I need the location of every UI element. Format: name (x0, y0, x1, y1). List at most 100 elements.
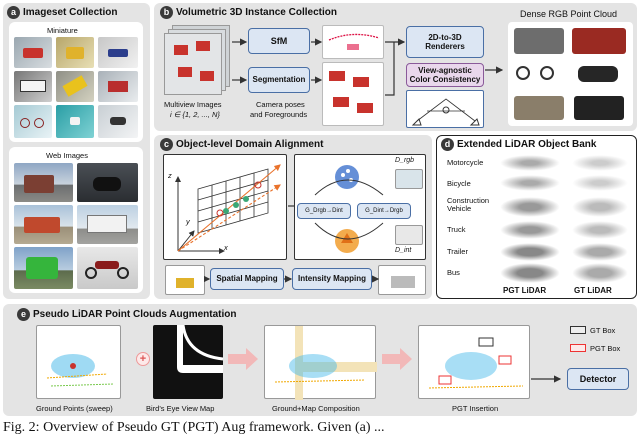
excavator-pointcloud (378, 265, 426, 295)
multiview-caption: Multiview Images (164, 100, 222, 109)
figure-caption: Fig. 2: Overview of Pseudo GT (PGT) Aug … (3, 420, 385, 434)
pgt-insertion-image (418, 325, 530, 399)
projection-diagram: z y x (163, 154, 287, 260)
arrows-b-mid (311, 38, 323, 84)
arrows-to-renderers (385, 38, 406, 96)
axis-y: y (186, 217, 190, 226)
panel-d-title: Extended LiDAR Object Bank (457, 139, 597, 150)
gt-construction (572, 197, 628, 217)
col-gt-lidar: GT LiDAR (574, 286, 612, 295)
panel-e-badge: e (17, 308, 30, 321)
thumb-police-car (98, 37, 138, 68)
multiview-index: i ∈ {1, 2, ..., N} (170, 110, 220, 119)
pink-arrow-2 (382, 348, 412, 370)
panel-c-badge: c (160, 138, 173, 151)
color-consistency-box: View-agnostic Color Consistency (406, 63, 484, 87)
camera-caption-2: and Foregrounds (250, 110, 308, 119)
bev-map-image (153, 324, 224, 399)
d-rgb-label: D_rgb (395, 157, 415, 164)
intensity-mapping-box: Intensity Mapping (292, 268, 372, 290)
ground-points-image (36, 325, 121, 399)
gt-truck (572, 221, 628, 239)
sfm-box: SfM (248, 28, 310, 54)
thumb-excavator (56, 37, 94, 68)
arrows-c-bottom (204, 275, 380, 283)
gt-bicycle (572, 175, 628, 191)
camera-rig-diagram (406, 90, 484, 128)
multiview-images (164, 25, 230, 95)
panel-a-title: Imageset Collection (23, 7, 118, 18)
thumb-motorbike (98, 105, 138, 138)
d-int-label: D_int (395, 247, 412, 254)
arrow-c-mid (288, 205, 295, 207)
renderers-box: 2D-to-3D Renderers (406, 26, 484, 58)
ground-points-caption: Ground Points (sweep) (36, 404, 113, 413)
generator-rgb-to-int: G_Drgb→Dint (297, 203, 351, 219)
pgt-truck (500, 221, 560, 239)
thumb-web-motorcycle (77, 163, 138, 202)
pgt-box-legend-label: PGT Box (590, 344, 621, 353)
sfm-pointcloud (322, 25, 384, 59)
row-label-trailer: Trailer (447, 247, 468, 256)
pgt-bicycle (500, 175, 560, 191)
thumb-web-semi-red (14, 163, 73, 202)
spatial-mapping-box: Spatial Mapping (210, 268, 284, 290)
pgt-trailer (500, 243, 560, 261)
panel-a-badge: a (7, 6, 20, 19)
bev-map-caption: Bird's Eye View Map (146, 404, 215, 413)
thumb-teal-toy (56, 105, 94, 138)
segmentation-box: Segmentation (248, 67, 310, 93)
gt-trailer (572, 243, 628, 261)
panel-b-title: Volumetric 3D Instance Collection (176, 7, 337, 18)
generator-int-to-rgb: G_Dint→Drgb (357, 203, 411, 219)
pink-arrow-1 (228, 348, 258, 370)
thumb-red-bus (98, 71, 138, 102)
web-label: Web Images (46, 151, 88, 160)
pgt-construction (500, 197, 560, 217)
arrow-to-dense (485, 66, 504, 74)
thumb-bicycle (14, 105, 52, 138)
row-label-motorcycle: Motorcycle (447, 158, 484, 167)
thumb-bus-bw (14, 71, 52, 102)
panel-d-badge: d (441, 138, 454, 151)
arrow-to-detector (531, 375, 562, 383)
cycle-diagram: G_Drgb→Dint G_Dint→Drgb D_rgb D_int (294, 154, 426, 260)
col-pgt-lidar: PGT LiDAR (503, 286, 547, 295)
thumb-web-green-truck (14, 247, 73, 289)
pgt-insertion-caption: PGT Insertion (452, 404, 499, 413)
thumb-yellow-bus (56, 71, 94, 102)
excavator-image (165, 265, 205, 295)
camera-caption-1: Camera poses (256, 100, 305, 109)
thumb-web-chopper (77, 247, 138, 289)
thumb-web-dump-truck (14, 205, 73, 244)
row-label-bus: Bus (447, 268, 460, 277)
row-label-bicycle: Bicycle (447, 179, 471, 188)
thumb-web-white-truck (77, 205, 138, 244)
axis-x: x (224, 243, 228, 252)
gt-motorcycle (572, 155, 628, 171)
gt-box-legend-label: GT Box (590, 326, 616, 335)
pgt-bus (500, 263, 560, 283)
row-label-truck: Truck (447, 225, 466, 234)
object-bank-rows: Motorcycle Bicycle Construction Vehicle … (444, 155, 634, 285)
gt-bus (572, 263, 628, 283)
axis-z: z (168, 171, 172, 180)
segmentation-result (322, 62, 384, 126)
arrows-b-left (232, 38, 248, 84)
composition-image (264, 325, 377, 400)
panel-e-title: Pseudo LiDAR Point Clouds Augmentation (33, 309, 237, 320)
d-rgb-thumb (395, 169, 423, 189)
pgt-motorcycle (500, 155, 560, 171)
thumb-red-truck (14, 37, 52, 68)
dense-pointclouds (508, 22, 633, 126)
row-label-construction: Construction Vehicle (447, 196, 490, 214)
dense-title: Dense RGB Point Cloud (520, 9, 618, 19)
miniature-label: Miniature (47, 26, 78, 35)
panel-b-badge: b (160, 6, 173, 19)
gt-box-legend-icon (570, 326, 586, 334)
composition-caption: Ground+Map Composition (272, 404, 360, 413)
d-int-thumb (395, 225, 423, 245)
plus-circle: + (136, 352, 150, 366)
panel-c-title: Object-level Domain Alignment (176, 139, 324, 150)
plus-sign: + (139, 353, 147, 365)
